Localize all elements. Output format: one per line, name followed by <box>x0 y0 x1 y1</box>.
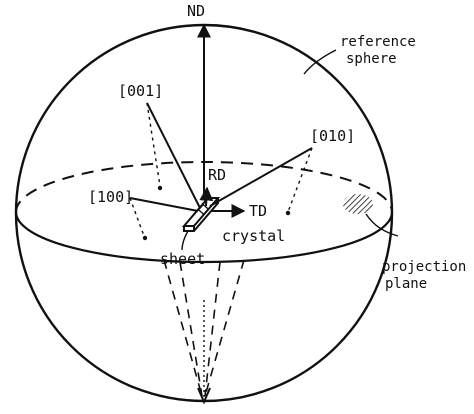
rd-label: RD <box>208 166 226 184</box>
projection-plane-hatch <box>343 194 373 214</box>
reference-sphere-label-line1: reference <box>340 34 416 50</box>
dir-010-point <box>285 210 291 216</box>
dir-100-label: [100] <box>88 188 133 206</box>
projection-plane-label-line1: projection <box>382 259 466 275</box>
projection-plane-label-line2: plane <box>385 276 427 292</box>
dir-100-line <box>129 197 199 212</box>
reference-sphere-leader <box>303 49 337 75</box>
crystal-sheet-block <box>181 197 221 232</box>
td-label: TD <box>249 202 267 220</box>
sheet-leader <box>181 230 189 251</box>
projection-rays <box>163 259 245 397</box>
crystal-label: crystal <box>222 227 285 245</box>
nd-label: ND <box>187 2 205 20</box>
projection-plane-front-edge <box>14 211 394 264</box>
sheet-label: sheet <box>160 250 205 268</box>
south-pole-arrowhead <box>197 387 211 405</box>
dir-001-point <box>157 185 163 191</box>
projection-plane-leader <box>365 213 399 237</box>
dir-001-line <box>146 102 201 209</box>
dir-010-line <box>209 147 313 207</box>
dir-001-label: [001] <box>118 82 163 100</box>
dir-001-projection <box>146 102 161 187</box>
dir-010-projection <box>287 147 313 213</box>
dir-010-label: [010] <box>310 127 355 145</box>
dir-100-point <box>142 235 148 241</box>
reference-sphere-label-line2: sphere <box>346 51 397 67</box>
rd-axis <box>199 186 214 207</box>
